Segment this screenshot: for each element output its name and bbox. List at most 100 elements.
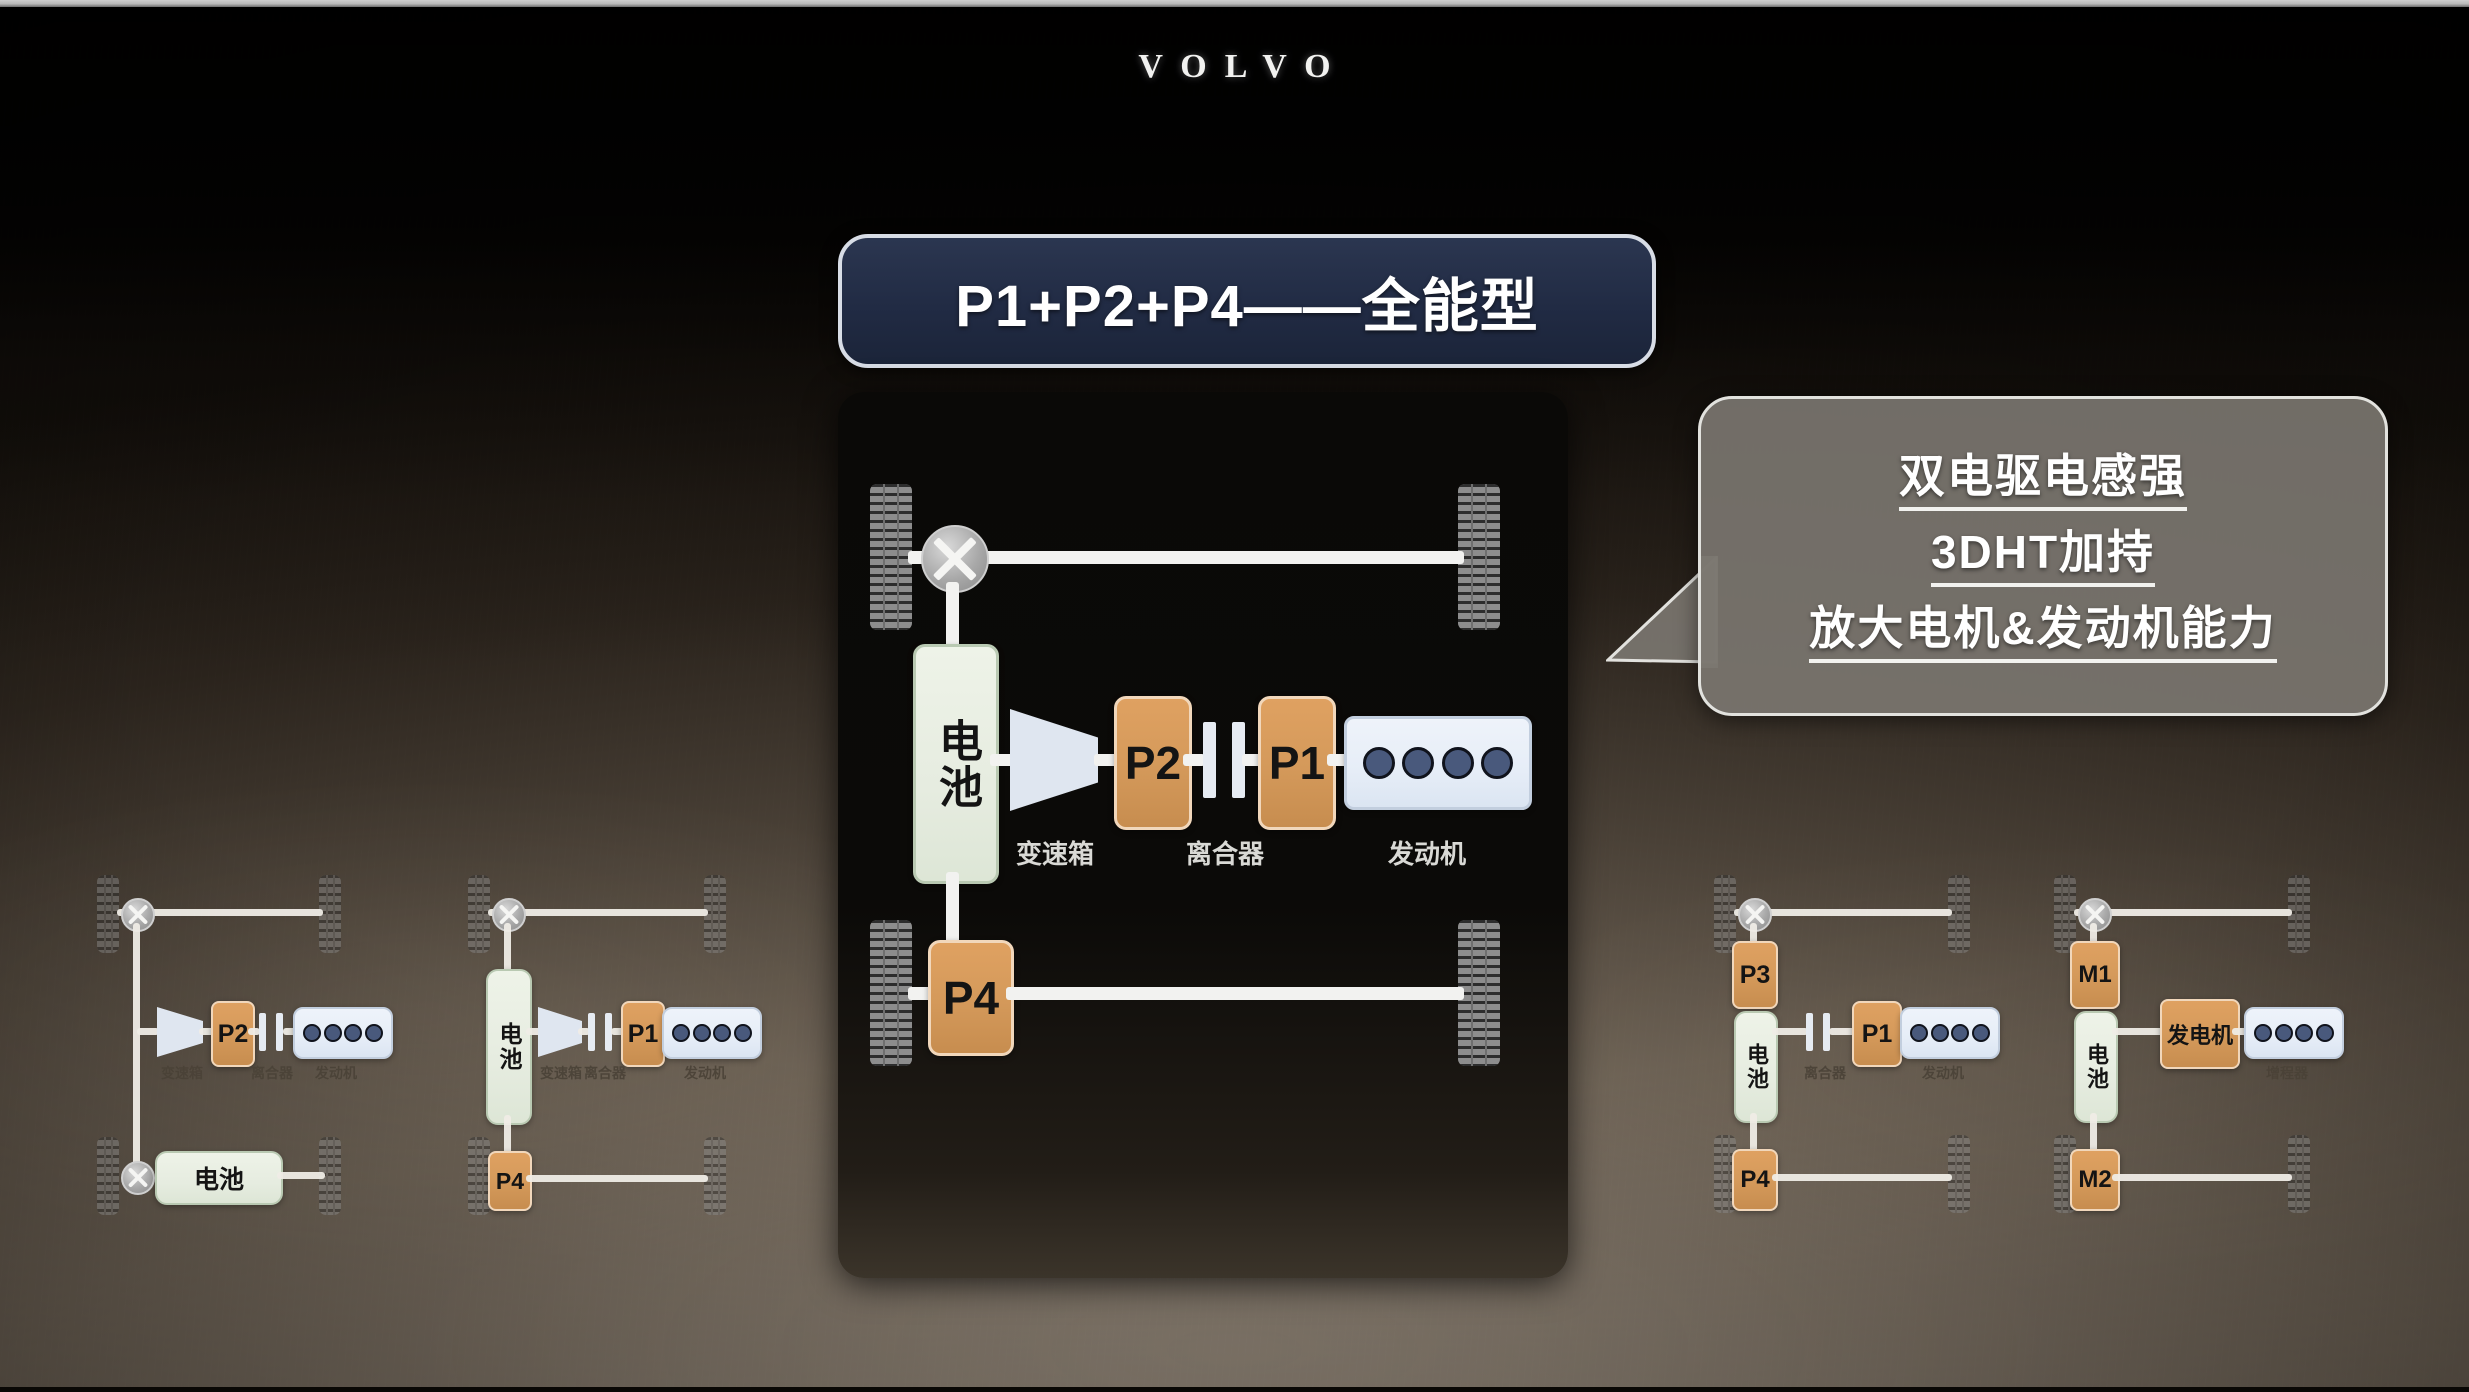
transmission-icon — [538, 1007, 582, 1057]
front-axle-shaft — [908, 551, 1464, 564]
clutch-to-p1-shaft — [611, 1028, 625, 1035]
label-engine: 发动机 — [315, 1065, 357, 1081]
callout-box: 双电驱电感强 3DHT加持 放大电机&发动机能力 — [1698, 396, 2388, 716]
battery-to-generator-shaft — [2112, 1028, 2164, 1035]
front-differential-icon — [921, 525, 989, 593]
label-transmission: 变速箱 — [161, 1065, 203, 1081]
engine-cylinder — [2274, 1024, 2293, 1042]
wheel-rear-right — [704, 1137, 726, 1215]
clutch-icon-main — [1200, 722, 1248, 798]
motor-p4: P4 — [1732, 1149, 1778, 1211]
motor-m2-label: M2 — [2078, 1166, 2112, 1193]
link-to-transmission-shaft — [137, 1028, 159, 1035]
battery: 电池 — [1734, 1011, 1778, 1123]
battery-label: 电池 — [1744, 1043, 1769, 1091]
wheel-rear-right — [2288, 1135, 2310, 1213]
transmission-icon — [157, 1007, 203, 1057]
front-axle-shaft — [1734, 909, 1952, 916]
rear-differential-icon — [121, 1161, 155, 1195]
callout-line-3: 放大电机&发动机能力 — [1809, 601, 2277, 664]
engine — [662, 1007, 762, 1059]
top-edge-strip — [0, 0, 2469, 7]
mini-diagram-p3-p1-p4-layout: P3 电池 P1 离合器 发动机 P4 — [1712, 865, 2042, 1240]
battery-to-p4-shaft — [504, 1115, 511, 1155]
engine-cylinder — [344, 1024, 363, 1042]
label-engine-main: 发动机 — [1387, 839, 1466, 869]
wheel-front-left — [97, 875, 119, 953]
engine-cylinder — [1362, 747, 1395, 779]
engine-cylinder — [1972, 1024, 1991, 1042]
label-clutch: 离合器 — [584, 1065, 626, 1081]
callout-line-1: 双电驱电感强 — [1899, 449, 2187, 511]
motor-p4: P4 — [928, 940, 1014, 1056]
label-clutch: 离合器 — [1804, 1065, 1846, 1081]
transmission-icon — [1010, 709, 1098, 811]
battery: 电池 — [155, 1151, 283, 1205]
motor-p4-label: P4 — [495, 1167, 525, 1194]
engine — [1900, 1007, 2000, 1059]
battery-to-transmission-shaft — [526, 1028, 542, 1035]
rear-axle-shaft — [2112, 1174, 2292, 1181]
engine-cylinder — [692, 1024, 711, 1042]
label-clutch: 离合器 — [251, 1065, 293, 1081]
engine-cylinder — [1402, 747, 1435, 779]
motor-p2: P2 — [1114, 696, 1192, 830]
clutch-icon — [1804, 1013, 1832, 1051]
motor-p3-label: P3 — [1739, 960, 1771, 989]
engine-cylinder — [1909, 1024, 1928, 1042]
battery-main-label: 电池 — [932, 718, 981, 810]
motor-p4-label: P4 — [942, 972, 1000, 1024]
wheel-rear-right — [1458, 920, 1500, 1066]
battery-label: 电池 — [496, 1022, 522, 1072]
engine-cylinder — [2253, 1024, 2272, 1042]
rear-axle-shaft — [526, 1175, 708, 1182]
label-range-extender: 增程器 — [2266, 1065, 2308, 1081]
front-to-rear-link-shaft — [133, 923, 140, 1167]
engine-cylinder — [1930, 1024, 1949, 1042]
label-transmission-main: 变速箱 — [1015, 839, 1094, 869]
label-engine: 发动机 — [1922, 1065, 1964, 1081]
front-axle-shaft — [117, 909, 323, 916]
engine-cylinder — [734, 1024, 753, 1042]
wheel-front-right — [1458, 484, 1500, 630]
battery-to-clutch-shaft — [1772, 1028, 1808, 1035]
clutch-icon — [257, 1013, 285, 1051]
p2-to-clutch-shaft — [1183, 754, 1205, 766]
engine-cylinder — [671, 1024, 690, 1042]
motor-p1: P1 — [621, 1001, 665, 1067]
motor-p2: P2 — [211, 1001, 255, 1067]
label-transmission: 变速箱 — [540, 1065, 582, 1081]
wheel-front-right — [1948, 875, 1970, 953]
motor-p2-label: P2 — [1124, 737, 1182, 789]
battery-to-front-diff-shaft — [946, 582, 959, 650]
wheel-front-right — [704, 875, 726, 953]
battery: 电池 — [2074, 1011, 2118, 1123]
callout-line-2: 3DHT加持 — [1930, 525, 2156, 588]
range-extender-engine — [2244, 1007, 2344, 1059]
motor-p1-label: P1 — [1268, 737, 1326, 789]
battery: 电池 — [486, 969, 532, 1125]
clutch-to-p1-shaft — [1829, 1028, 1855, 1035]
main-diagram-panel: 电池 P2 P1 变速箱 离合器 发动机 — [838, 392, 1568, 1278]
wheel-front-right — [2288, 875, 2310, 953]
motor-p3: P3 — [1732, 941, 1778, 1009]
title-banner: P1+P2+P4——全能型 — [838, 234, 1656, 368]
rear-axle-shaft-right — [1006, 987, 1464, 1000]
front-axle-shaft — [2074, 909, 2292, 916]
engine-cylinder — [1441, 747, 1474, 779]
volvo-wordmark: VOLVO — [1138, 48, 1349, 85]
mini-diagram-p1-p4-layout: 电池 P1 变速箱 离合器 发动机 P4 — [466, 865, 796, 1240]
motor-m1: M1 — [2070, 941, 2120, 1009]
clutch-to-engine-shaft — [283, 1028, 297, 1035]
motor-p1-label: P1 — [627, 1019, 659, 1048]
engine — [293, 1007, 393, 1059]
motor-p4: P4 — [488, 1151, 532, 1211]
battery-to-rear-wheel-shaft — [277, 1172, 325, 1179]
generator-label: 发电机 — [2166, 1023, 2233, 1048]
battery-to-p4-shaft — [1750, 1113, 1757, 1155]
generator: 发电机 — [2160, 999, 2240, 1069]
label-clutch-main: 离合器 — [1185, 839, 1264, 869]
engine-cylinder — [2295, 1024, 2314, 1042]
bottom-edge-strip — [0, 1387, 2469, 1392]
